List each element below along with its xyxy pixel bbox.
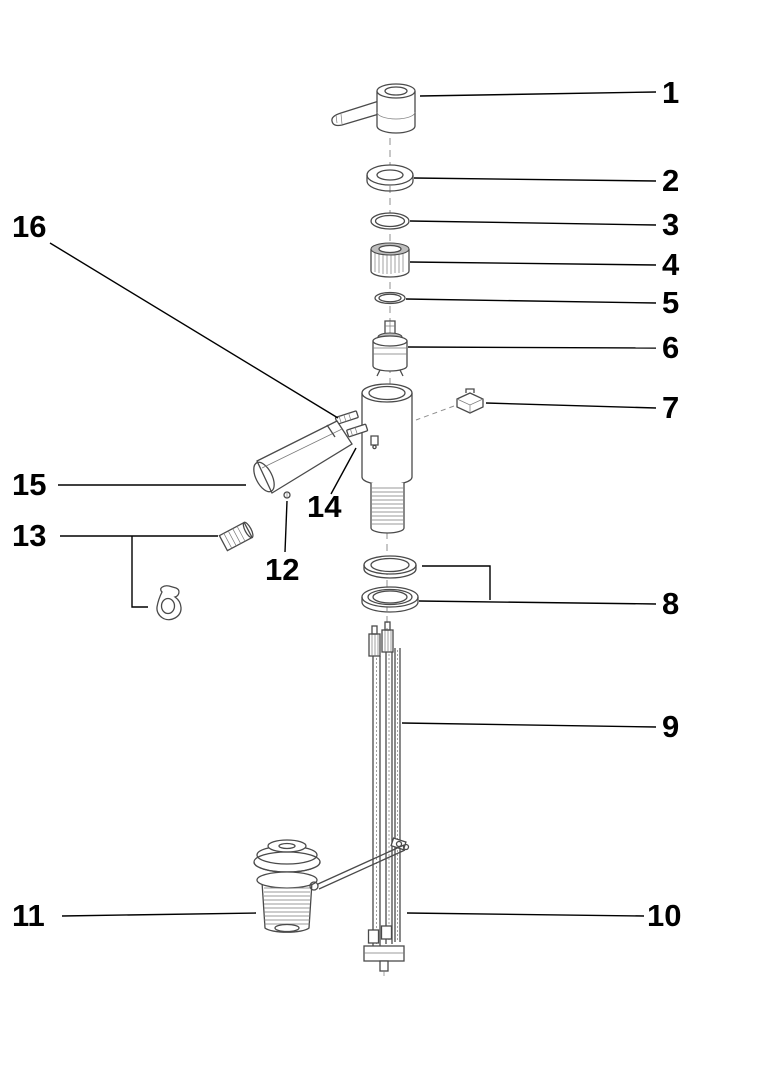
part-connector-clip <box>456 388 484 414</box>
leader-12 <box>284 500 288 553</box>
leader-1 <box>419 91 657 97</box>
leader-8 <box>418 565 657 605</box>
part-label-6: 6 <box>662 330 679 365</box>
part-aerator <box>218 521 254 552</box>
part-label-15: 15 <box>12 467 46 502</box>
part-spout <box>253 420 353 494</box>
part-label-12: 12 <box>265 552 299 587</box>
leader-6 <box>407 346 657 349</box>
part-label-2: 2 <box>662 163 679 198</box>
part-supply-hoses <box>367 621 394 950</box>
leader-5 <box>405 298 657 304</box>
part-label-14: 14 <box>307 489 342 524</box>
leader-7 <box>485 402 657 409</box>
part-label-5: 5 <box>662 285 679 320</box>
part-o-ring-large <box>370 212 410 230</box>
part-label-9: 9 <box>662 709 679 744</box>
part-label-3: 3 <box>662 207 679 242</box>
part-label-13: 13 <box>12 518 46 553</box>
connector-dash-line <box>415 405 455 421</box>
part-label-7: 7 <box>662 390 679 425</box>
leader-11 <box>61 912 257 917</box>
leader-14 <box>330 447 357 495</box>
leader-10 <box>406 912 645 917</box>
leader-4 <box>409 261 657 266</box>
part-trim-cap <box>366 164 414 192</box>
part-label-4: 4 <box>662 247 680 282</box>
part-base-gaskets <box>361 555 419 613</box>
part-label-16: 16 <box>12 209 46 244</box>
part-handle <box>331 83 416 134</box>
part-threaded-rod <box>363 648 407 976</box>
leader-lines <box>49 91 657 917</box>
faucet-body <box>361 383 413 534</box>
leader-3 <box>409 220 657 226</box>
part-label-11: 11 <box>12 898 45 933</box>
part-labels: 1 2 3 4 5 6 7 8 9 10 11 12 13 14 15 16 <box>12 75 681 933</box>
part-label-10: 10 <box>647 898 681 933</box>
leader-2 <box>413 177 657 182</box>
leader-16 <box>49 242 339 419</box>
part-label-1: 1 <box>662 75 679 110</box>
part-set-screw <box>283 491 291 499</box>
part-label-8: 8 <box>662 586 679 621</box>
leader-13 <box>60 535 218 608</box>
part-body-screws <box>334 410 369 438</box>
part-retainer-clip <box>156 585 182 621</box>
leader-9 <box>401 722 657 728</box>
part-pop-up-drain <box>253 839 410 933</box>
part-o-ring-small <box>374 291 406 305</box>
part-cartridge-nut <box>370 242 410 278</box>
part-cartridge <box>372 320 408 377</box>
